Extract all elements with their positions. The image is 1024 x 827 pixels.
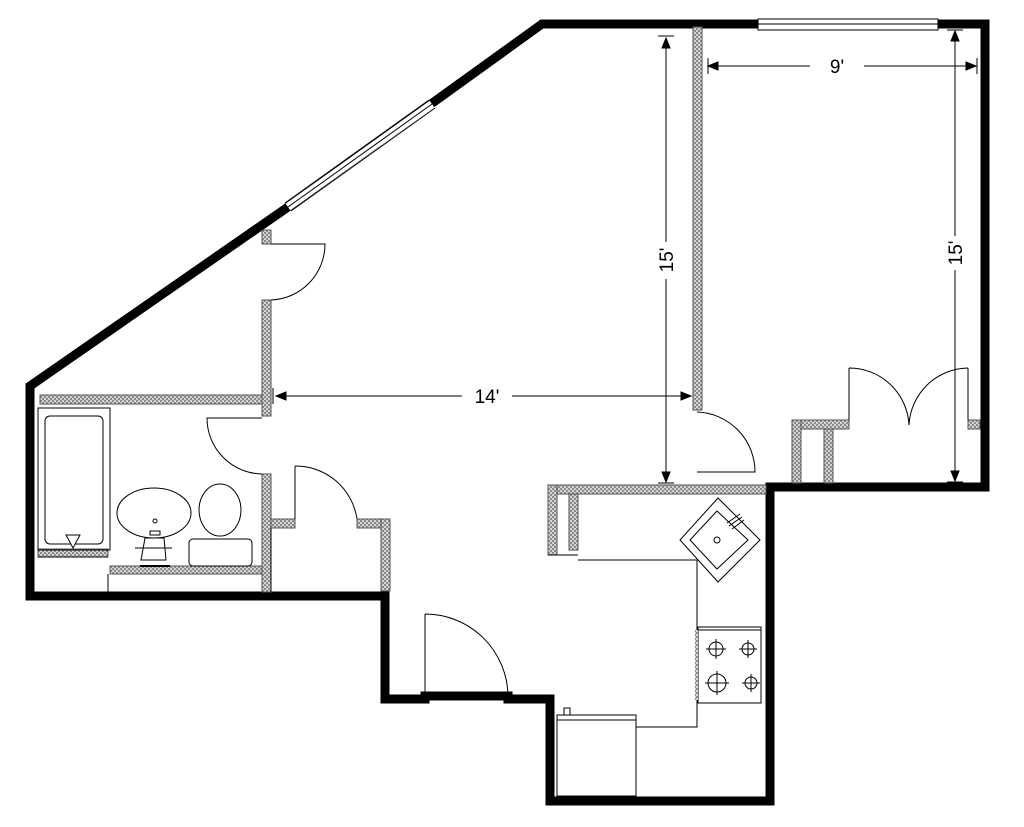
burner-icon (706, 639, 726, 659)
partition-bedroom-wall (692, 26, 703, 411)
door-swing-bedroom-closet-left (848, 367, 910, 426)
partition-bedroom-right-stub (967, 419, 981, 430)
door-swing-bedroom (696, 411, 756, 473)
door-swing-bedroom-closet-right (908, 367, 969, 426)
kitchen-sink (679, 497, 761, 583)
partition-kitchen-counter (547, 484, 767, 495)
door-swing-entry (424, 613, 509, 697)
partitions (37, 26, 981, 593)
stove (697, 626, 762, 704)
door-swing-bath (206, 417, 263, 475)
doors (206, 243, 969, 697)
partition-kitchen-left (547, 484, 558, 556)
sink-drain-icon (152, 518, 158, 524)
toilet-tank (188, 538, 253, 567)
partition-bedroom-closet-inner (823, 428, 834, 484)
burner-icon (705, 671, 729, 695)
stove-edge (695, 630, 698, 700)
exterior-wall-top (285, 19, 697, 211)
kitchen-faucet-icon (726, 513, 745, 530)
door-swing-closet (294, 465, 358, 520)
partition-bath-top (39, 394, 271, 405)
dimension-lines (272, 29, 978, 484)
partition-bath-bottom (109, 565, 263, 575)
burner-icon (739, 640, 757, 658)
partition-closet-left (270, 518, 296, 529)
exterior-wall (25, 19, 990, 806)
partition-bedroom-closet-left (791, 419, 802, 484)
partition-bath-right-lower (261, 473, 272, 593)
kitchen-counter (578, 559, 698, 728)
toilet (188, 483, 253, 567)
dimension-label-living-depth: 15' (657, 248, 678, 273)
partition-bath-right-stub (261, 229, 272, 245)
kitchen-drain-icon (713, 536, 721, 544)
tub-drain-icon (65, 534, 81, 550)
door-swing-hall (270, 243, 326, 301)
partition-closet-side (380, 518, 391, 592)
dimension-label-bedroom-width: 9' (830, 57, 844, 78)
partition-kitchen-left-inner (568, 493, 579, 551)
faucet-icon (135, 530, 172, 561)
window-diagonal (284, 99, 436, 212)
bathroom-sink (116, 487, 192, 567)
dimension-label-bedroom-depth: 15' (946, 241, 967, 266)
bathtub (37, 407, 111, 551)
refrigerator (556, 707, 637, 797)
burner-icon (742, 674, 760, 692)
dimension-label-living-width: 14' (475, 387, 500, 408)
partition-bath-right-upper (261, 299, 272, 417)
